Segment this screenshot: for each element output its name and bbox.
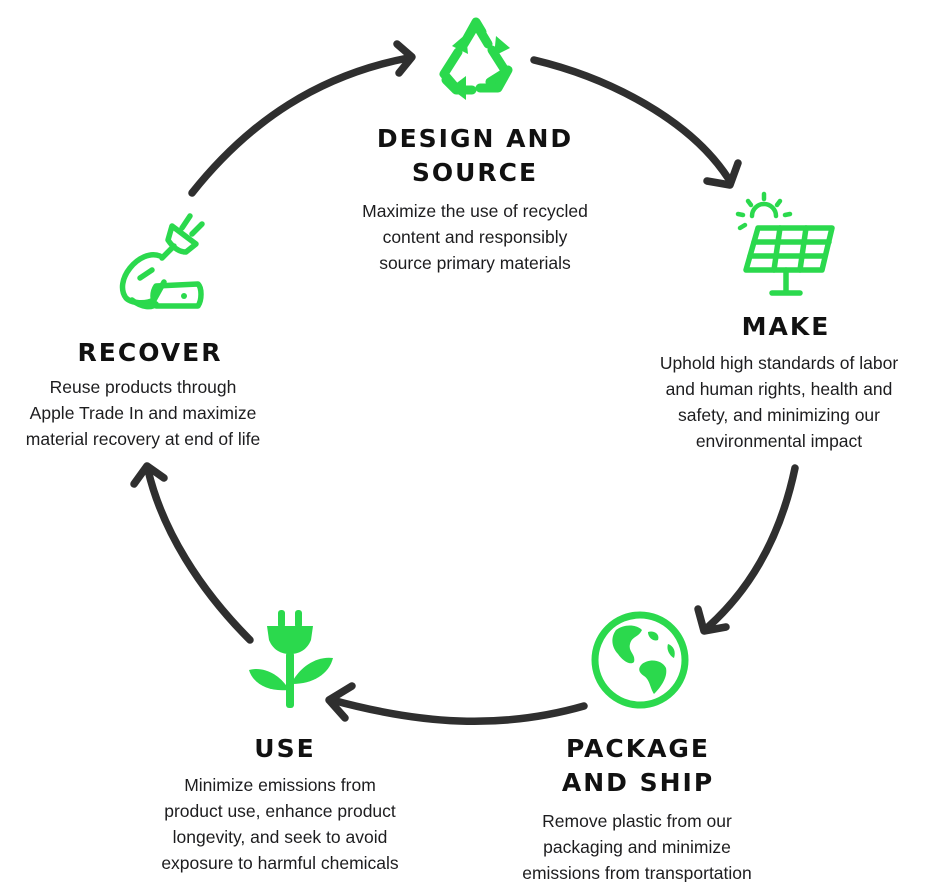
package-desc-line-2: packaging and minimize [543, 837, 731, 857]
make-description: Uphold high standards of labor and human… [631, 350, 925, 454]
recover-description: Reuse products through Apple Trade In an… [2, 374, 284, 452]
make-title-line-1: MAKE [741, 312, 831, 341]
package-title-line-1: PACKAGE [565, 734, 711, 763]
recover-title-line-1: RECOVER [77, 338, 223, 367]
make-desc-line-1: Uphold high standards of labor [659, 353, 899, 373]
solar-panel-icon [735, 191, 835, 296]
recover-desc-line-1: Reuse products through [49, 377, 237, 397]
arrow-package-to-use [325, 682, 588, 725]
design-desc-line-2: content and responsibly [382, 227, 568, 247]
make-desc-line-3: safety, and minimizing our [678, 405, 880, 425]
use-desc-line-2: product use, enhance product [164, 801, 396, 821]
package-title-line-2: AND SHIP [561, 768, 715, 797]
arrow-make-to-package [694, 464, 799, 635]
recover-desc-line-2: Apple Trade In and maximize [29, 403, 257, 423]
use-desc-line-1: Minimize emissions from [184, 775, 376, 795]
design-desc-line-1: Maximize the use of recycled [362, 201, 588, 221]
recover-desc-line-3: material recovery at end of life [25, 429, 261, 449]
design-title: DESIGN AND SOURCE [375, 122, 575, 190]
use-desc-line-4: exposure to harmful chemicals [161, 853, 399, 873]
recycle-icon [439, 17, 513, 100]
use-desc-line-3: longevity, and seek to avoid [172, 827, 388, 847]
recover-title: RECOVER [70, 336, 230, 370]
hand-plug-icon [119, 213, 205, 310]
globe-icon [591, 611, 689, 709]
make-desc-line-2: and human rights, health and [665, 379, 893, 399]
package-description: Remove plastic from our packaging and mi… [487, 808, 787, 882]
make-desc-line-4: environmental impact [695, 431, 863, 451]
arrow-design-to-make [530, 56, 742, 189]
use-description: Minimize emissions from product use, enh… [128, 772, 432, 876]
arrow-use-to-recover [130, 462, 254, 644]
package-desc-line-3: emissions from transportation [522, 863, 752, 882]
use-title-line-1: USE [254, 734, 316, 763]
make-title: MAKE [726, 310, 846, 344]
arrow-recover-to-design [188, 40, 416, 197]
plug-plant-icon [249, 610, 333, 708]
use-title: USE [235, 732, 335, 766]
package-desc-line-1: Remove plastic from our [542, 811, 732, 831]
package-title: PACKAGE AND SHIP [548, 732, 728, 800]
design-description: Maximize the use of recycled content and… [330, 198, 620, 276]
design-desc-line-3: source primary materials [379, 253, 571, 273]
design-title-line-2: SOURCE [411, 158, 539, 187]
design-title-line-1: DESIGN AND [376, 124, 574, 153]
